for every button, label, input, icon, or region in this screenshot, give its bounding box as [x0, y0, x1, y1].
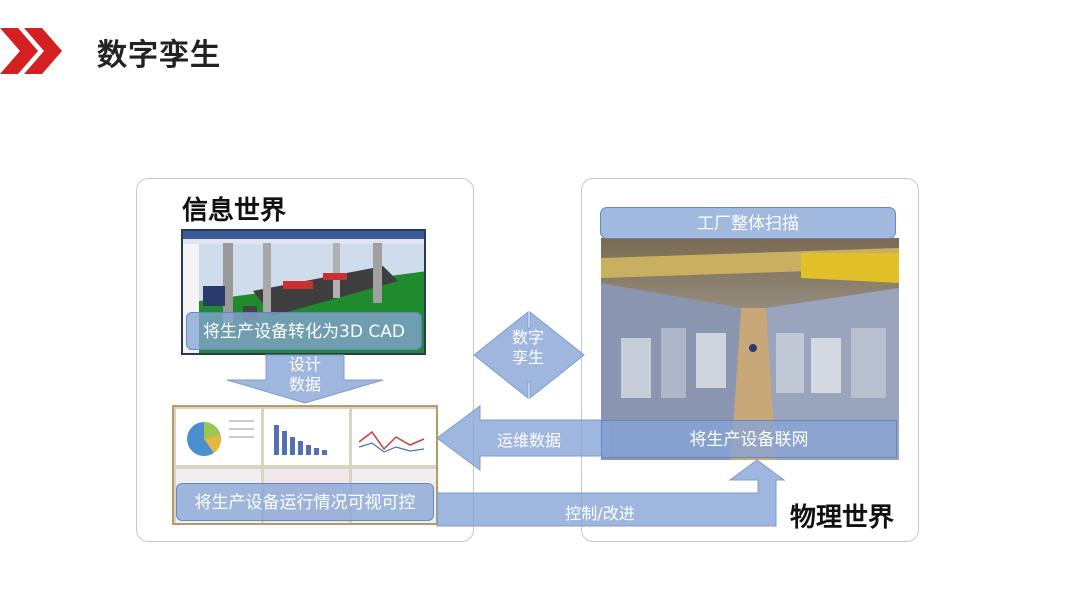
dashboard-screenshot-image [172, 405, 438, 525]
dashboard-label: 将生产设备运行情况可视可控 [176, 483, 434, 521]
ops-data-label: 运维数据 [496, 431, 561, 450]
equipment-network-label: 将生产设备联网 [601, 420, 897, 458]
info-world-title: 信息世界 [182, 196, 287, 226]
digital-twin-arrow [473, 310, 585, 400]
design-data-label: 设计 数据 [288, 355, 321, 394]
design-data-arrow [226, 354, 384, 404]
factory-scan-label: 工厂整体扫描 [600, 207, 896, 239]
control-arrow [436, 459, 786, 527]
page-title: 数字孪生 [97, 38, 221, 73]
chevron-logo-icon [0, 28, 62, 74]
cad-label: 将生产设备转化为3D CAD [186, 312, 422, 350]
physical-world-title: 物理世界 [790, 503, 895, 533]
control-improve-label: 控制/改进 [565, 504, 635, 523]
digital-twin-label: 数字 孪生 [511, 328, 544, 367]
